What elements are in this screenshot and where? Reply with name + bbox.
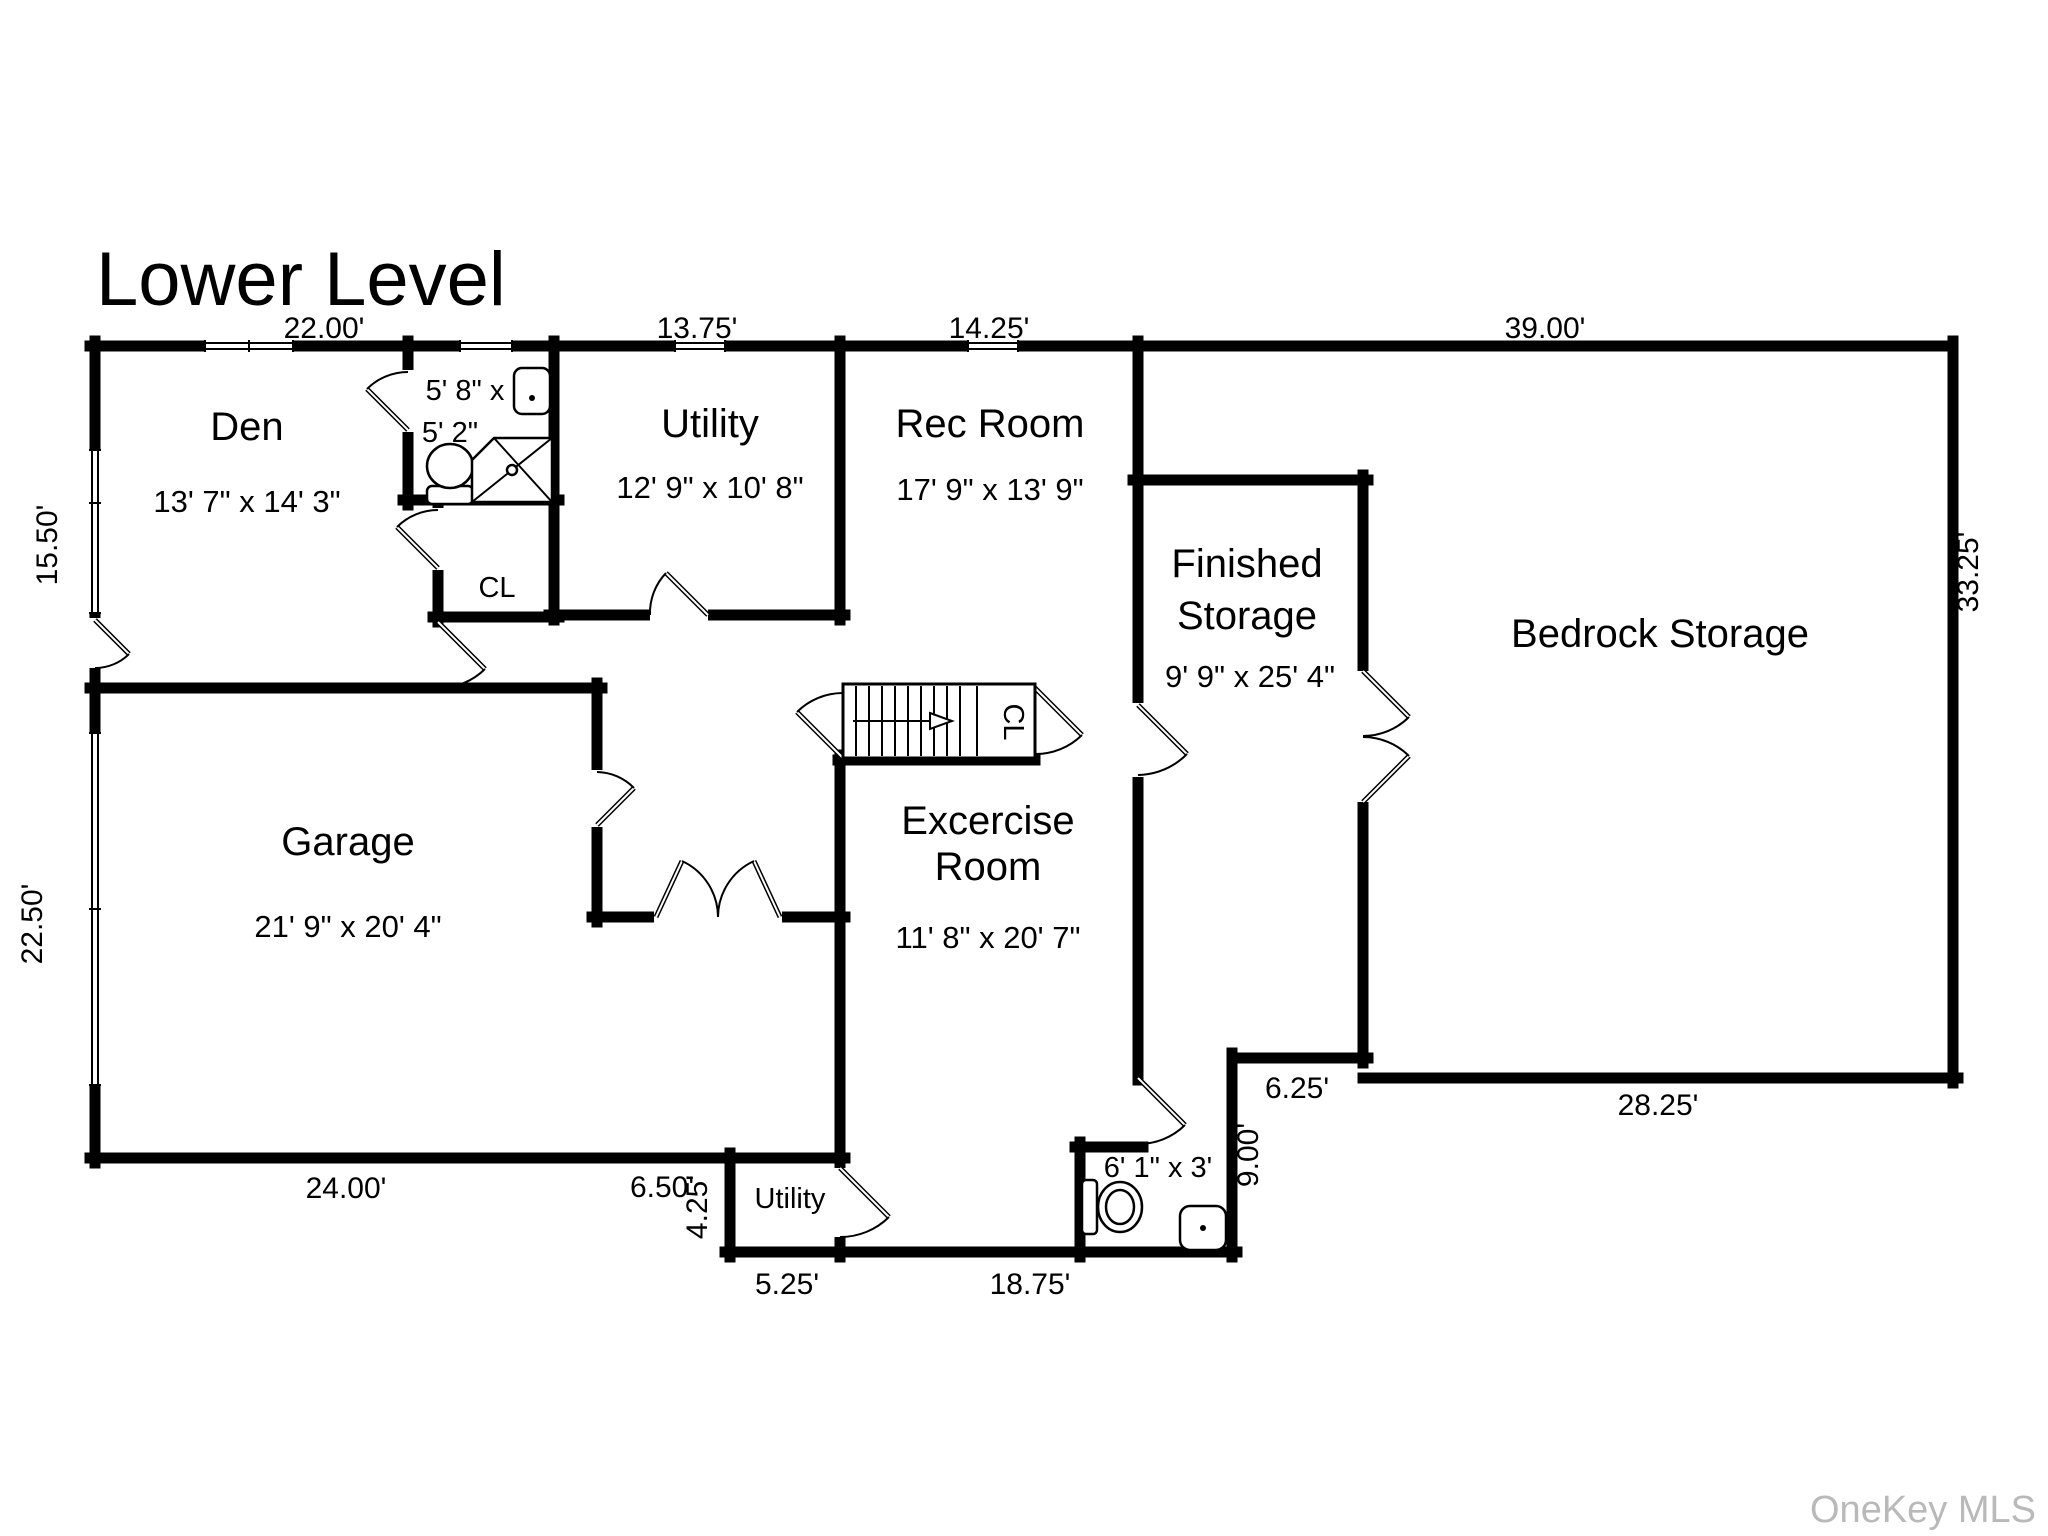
room-labels: Den 13' 7" x 14' 3" 5' 8" x 5' 2" CL Uti… <box>153 375 1809 1215</box>
door-stairs-west <box>795 691 845 760</box>
sink-drain-icon <box>529 395 535 401</box>
room-label-closet-upper: CL <box>478 572 515 604</box>
door-openings <box>88 370 1370 1237</box>
bathroom-upper-fixtures <box>425 366 554 506</box>
window-den-top <box>204 340 294 352</box>
room-dims-bath-upper-line1: 5' 8" x <box>426 375 505 407</box>
dim-bottom-exercise: 18.75' <box>990 1268 1071 1301</box>
opening-den-entry <box>88 618 102 668</box>
sink-icon <box>512 366 552 416</box>
room-label-garage: Garage <box>281 820 414 864</box>
window-garage-left <box>89 732 101 1086</box>
room-label-utility-top: Utility <box>661 402 759 446</box>
room-label-exercise-line1: Excercise <box>901 799 1074 843</box>
dim-top-utility: 13.75' <box>657 312 738 345</box>
room-dims-exercise: 11' 8" x 20' 7" <box>896 920 1081 955</box>
opening-utility-top <box>650 609 708 621</box>
room-dims-utility-top: 12' 9" x 10' 8" <box>616 470 803 505</box>
dim-bottom-storage-gap: 6.25' <box>1265 1072 1329 1105</box>
room-label-finished-storage-line2: Storage <box>1177 594 1317 638</box>
dim-top-bedrock: 39.00' <box>1505 312 1586 345</box>
door-closet-upper <box>395 509 440 570</box>
window-bath-top <box>459 340 513 352</box>
window-den-left <box>89 449 101 614</box>
room-label-rec-room: Rec Room <box>896 402 1085 446</box>
watermark: OneKey MLS <box>1810 1489 2036 1531</box>
room-label-finished-storage-line1: Finished <box>1171 542 1322 586</box>
dim-bottom-bedrock: 28.25' <box>1618 1089 1699 1122</box>
room-dims-bath-upper-line2: 5' 2" <box>422 417 478 449</box>
opening-storage-west <box>1131 703 1145 777</box>
opening-utility-small <box>833 1168 847 1237</box>
doors <box>93 371 1411 1239</box>
opening-garage <box>590 770 604 827</box>
opening-closet-upper <box>431 508 445 570</box>
door-den-hall <box>436 620 487 690</box>
room-dims-finished-storage: 9' 9" x 25' 4" <box>1165 659 1335 694</box>
toilet-tank-icon <box>1080 1178 1099 1236</box>
dim-left-den: 15.50' <box>31 505 64 586</box>
shower-icon <box>470 436 554 504</box>
dim-top-den: 22.00' <box>284 312 365 345</box>
bathroom-lower-fixtures <box>1080 1178 1228 1252</box>
room-dims-bath-lower: 6' 1" x 3' <box>1104 1152 1212 1184</box>
dim-left-garage: 22.50' <box>16 884 49 965</box>
room-label-exercise-line2: Room <box>935 845 1042 889</box>
room-dims-garage: 21' 9" x 20' 4" <box>254 909 441 944</box>
toilet-bowl-inner-icon <box>1104 1188 1136 1226</box>
door-den-entry <box>93 618 131 670</box>
door-utility-double-right <box>717 859 783 919</box>
door-bath-lower <box>1136 1076 1187 1146</box>
room-label-den: Den <box>210 405 283 449</box>
dim-bottom-gap: 6.50' <box>630 1171 694 1204</box>
toilet-bowl-icon <box>425 442 475 490</box>
page-title: Lower Level <box>96 237 506 322</box>
staircase <box>841 682 1037 760</box>
dim-side-small-utility: 4.25' <box>681 1175 714 1239</box>
dimension-labels: 22.00' 13.75' 14.25' 39.00' 15.50' 22.50… <box>16 312 1985 1301</box>
room-dims-rec-room: 17' 9" x 13' 9" <box>896 472 1083 507</box>
dim-right-bedrock: 33.25' <box>1952 532 1985 613</box>
windows <box>89 340 1019 1086</box>
stairs-direction-arrow-head <box>929 711 955 731</box>
window-utility-top <box>674 340 726 352</box>
door-storage-west <box>1136 703 1189 776</box>
dim-side-bath: 9.00' <box>1232 1123 1265 1187</box>
door-stairs-closet <box>1033 686 1084 756</box>
door-storage-east-upper <box>1361 669 1411 738</box>
room-label-utility-small: Utility <box>755 1183 826 1215</box>
opening-bath-upper <box>401 370 415 432</box>
room-dims-den: 13' 7" x 14' 3" <box>153 484 340 519</box>
sink-drain-icon <box>1200 1225 1206 1231</box>
dim-top-rec: 14.25' <box>949 312 1030 345</box>
door-storage-east-lower <box>1361 735 1411 804</box>
dim-bottom-garage: 24.00' <box>306 1172 387 1205</box>
door-garage <box>595 771 636 827</box>
room-label-closet-stairs: CL <box>997 703 1029 740</box>
room-label-bedrock-storage: Bedrock Storage <box>1511 612 1809 656</box>
dim-bottom-small-utility: 5.25' <box>755 1268 819 1301</box>
window-rec-top <box>967 340 1019 352</box>
door-bath-upper <box>365 371 410 432</box>
door-utility-small <box>838 1166 891 1239</box>
door-utility-top <box>648 571 710 617</box>
